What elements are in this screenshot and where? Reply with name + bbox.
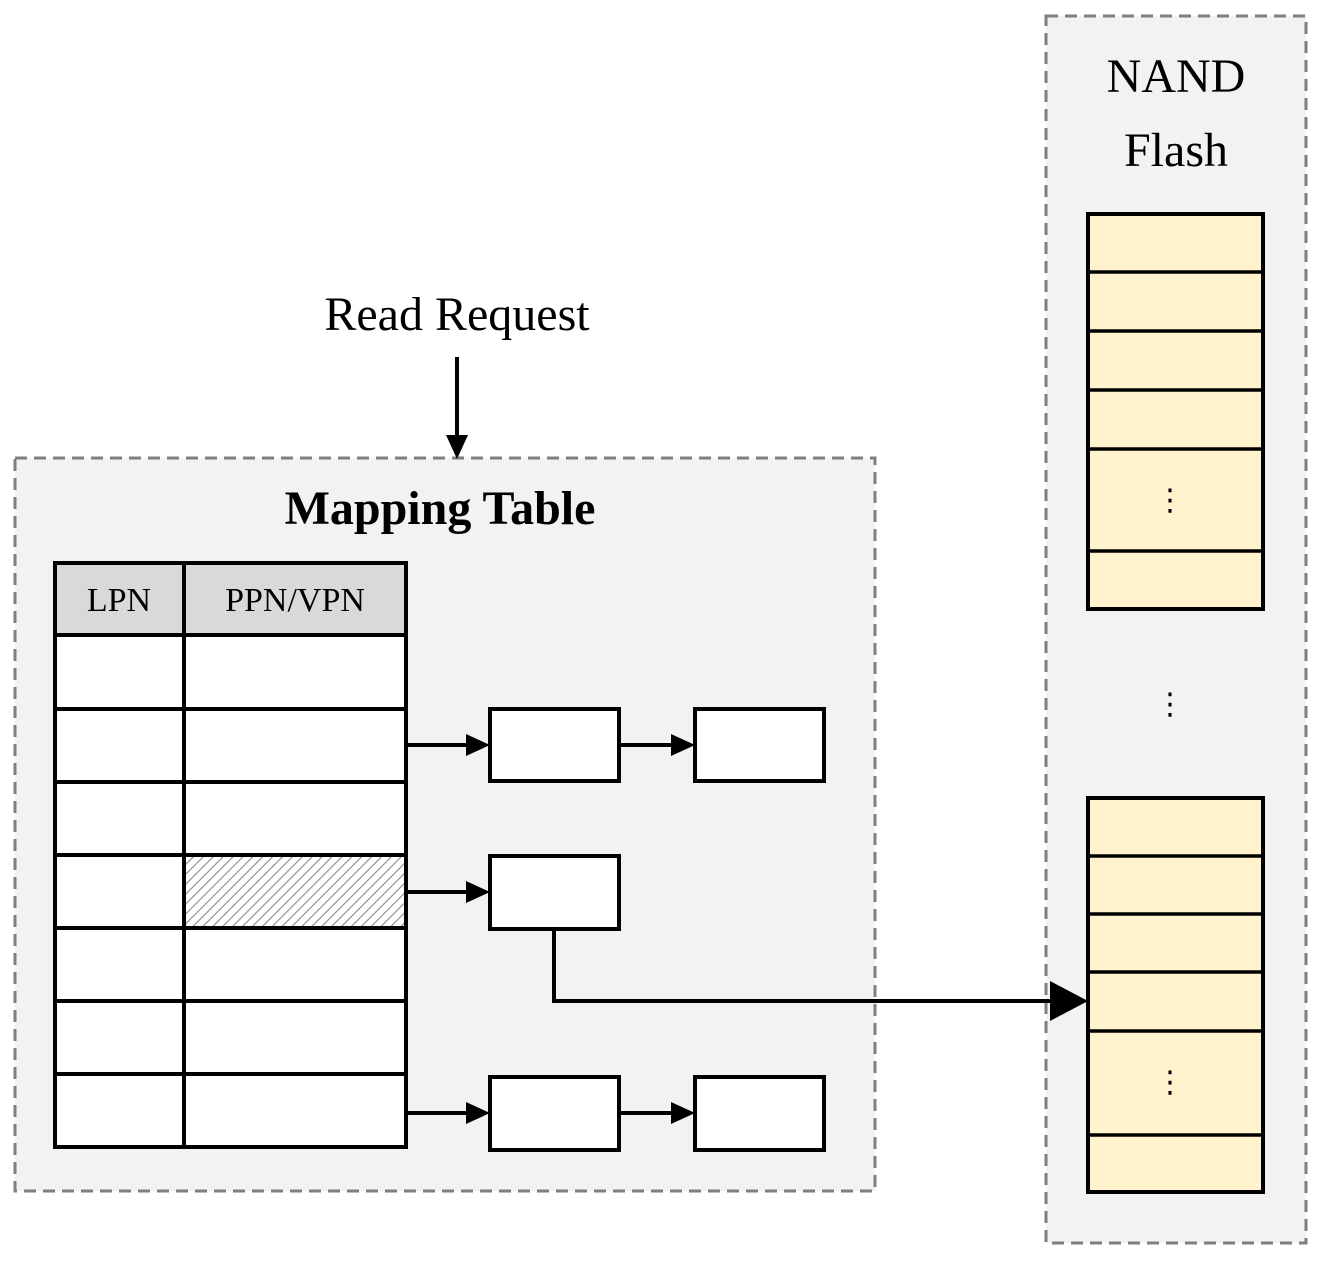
chain-node <box>693 1075 826 1152</box>
flash-block-upper: ⋮ <box>1086 212 1265 611</box>
flash-block-lower: ⋮ <box>1086 796 1265 1194</box>
chain-node <box>488 854 621 931</box>
hatched-ppn-cell <box>184 855 406 928</box>
flash-block-upper-ellipsis: ⋮ <box>1155 483 1185 518</box>
entry-chain-1 <box>406 707 826 783</box>
mapping-table-title: Mapping Table <box>285 482 596 535</box>
nand-flash-title-line2: Flash <box>1124 124 1228 177</box>
flash-pointer-arrow <box>552 929 1088 1021</box>
read-request: Read Request <box>324 288 590 459</box>
chain-node <box>693 707 826 783</box>
table-header <box>55 563 406 635</box>
entry-chain-2 <box>406 854 621 931</box>
entry-chain-3 <box>406 1075 826 1152</box>
chain-node <box>488 1075 621 1152</box>
column-header-lpn: LPN <box>87 582 151 619</box>
mapping-table-panel: Mapping Table LPN PPN/VPN <box>13 456 877 1193</box>
nand-flash-middle-ellipsis: ⋮ <box>1155 687 1185 722</box>
column-header-ppn-vpn: PPN/VPN <box>225 582 365 619</box>
read-request-label: Read Request <box>324 288 590 341</box>
nand-flash-panel: NAND Flash ⋮ ⋮ ⋮ <box>1044 14 1308 1245</box>
flash-block-lower-ellipsis: ⋮ <box>1155 1065 1185 1100</box>
nand-flash-title-line1: NAND <box>1107 50 1246 103</box>
chain-node <box>488 707 621 783</box>
mapping-table: LPN PPN/VPN <box>53 561 408 1149</box>
